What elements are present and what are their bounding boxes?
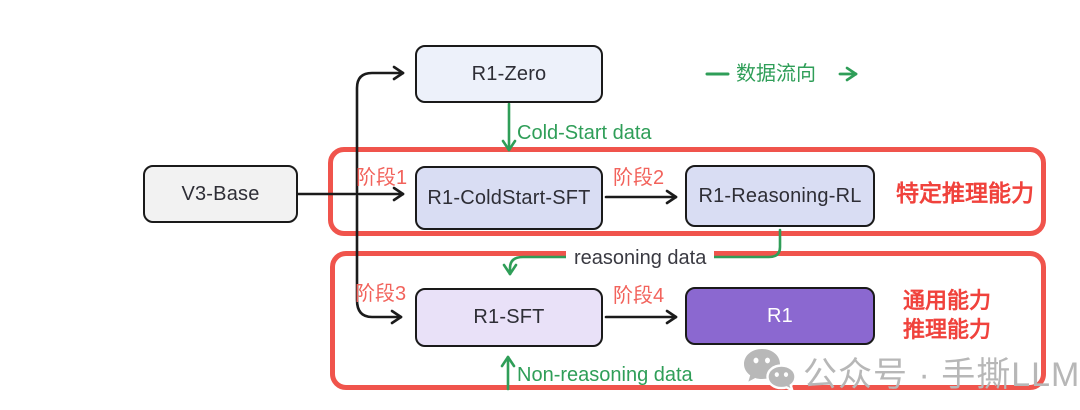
non-reasoning-data-label: Non-reasoning data [517, 364, 693, 386]
node-r1-coldstart-sft: R1-ColdStart-SFT [415, 166, 603, 230]
node-r1-sft: R1-SFT [415, 288, 603, 347]
node-r1-reasoning-rl-label: R1-Reasoning-RL [698, 184, 862, 207]
specific-reasoning-heading: 特定推理能力 [896, 180, 1034, 206]
node-r1-coldstart-sft-label: R1-ColdStart-SFT [427, 186, 591, 209]
reasoning-data-label: reasoning data [566, 245, 715, 271]
stage2-label: 阶段2 [613, 167, 665, 189]
wechat-icon [744, 349, 797, 393]
general-ability-line1: 通用能力 [902, 288, 991, 313]
watermark-text: 公众号 · 手撕LLM [803, 355, 1080, 394]
node-r1-reasoning-rl: R1-Reasoning-RL [685, 165, 875, 227]
watermark: 公众号 · 手撕LLM [743, 346, 1080, 396]
node-r1-sft-label: R1-SFT [473, 306, 545, 328]
cold-start-data-label: Cold-Start data [517, 122, 652, 144]
stage1-label: 阶段1 [356, 167, 408, 189]
legend-label: 数据流向 [736, 63, 816, 85]
stage3-label: 阶段3 [355, 283, 407, 305]
node-v3-base: V3-Base [143, 165, 298, 223]
node-r1: R1 [685, 287, 875, 345]
stage4-label: 阶段4 [613, 285, 665, 307]
node-r1-label: R1 [767, 304, 793, 327]
general-ability-heading: 通用能力 推理能力 [880, 286, 1014, 344]
node-r1-zero: R1-Zero [415, 45, 603, 103]
node-v3-base-label: V3-Base [181, 182, 260, 205]
node-r1-zero-label: R1-Zero [471, 62, 547, 85]
general-ability-line2: 推理能力 [902, 317, 991, 342]
